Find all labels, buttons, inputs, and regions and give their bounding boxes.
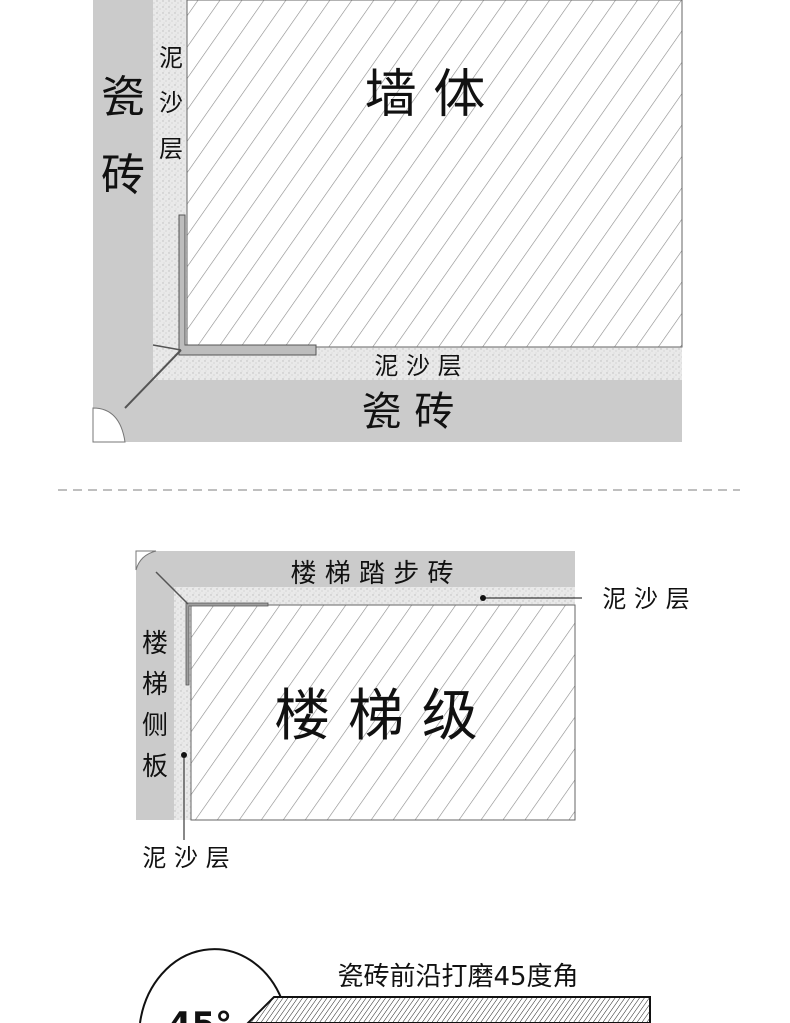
- side-panel: [136, 587, 174, 820]
- mortar-vertical-char-2: 沙: [159, 89, 183, 117]
- mortar-vertical-char-3: 层: [159, 135, 183, 163]
- angle-label: 45°: [168, 1005, 232, 1023]
- tile-left: [93, 0, 153, 442]
- tile-vertical-char-2: 砖: [101, 150, 145, 201]
- corner-trim: [178, 214, 317, 356]
- tile-edge-section: [246, 996, 651, 1023]
- stair-diagram: 楼 梯 踏 步 砖 泥 沙 层 楼 梯 侧 板 楼 梯 级 泥 沙 层: [135, 550, 690, 872]
- wall-label: 墙 体: [365, 65, 486, 125]
- tile-bottom: [93, 380, 682, 442]
- miter-line: [124, 349, 182, 409]
- wall-corner-diagram: 墙 体 瓷 砖 泥 沙 层 泥 沙 层 瓷 砖: [92, 0, 683, 443]
- mortar-callout-right: 泥 沙 层: [602, 585, 689, 613]
- mortar-vertical-char-1: 泥: [159, 44, 183, 72]
- side-panel-char-1: 楼: [142, 629, 168, 659]
- step-body: [190, 604, 576, 821]
- miter-line-inner: [152, 344, 182, 351]
- mortar-top: [174, 587, 575, 605]
- rounded-tile-corner: [92, 407, 126, 443]
- mortar-horizontal-label: 泥 沙 层: [374, 352, 461, 380]
- rounded-nosing: [135, 550, 157, 571]
- tread-tile-label: 楼 梯 踏 步 砖: [290, 559, 453, 589]
- tile-vertical-char-1: 瓷: [101, 72, 145, 123]
- edge-grinding-diagram: 瓷砖前沿打磨45度角 45°: [139, 948, 651, 1023]
- tile-horizontal-label: 瓷 砖: [362, 389, 455, 435]
- side-panel-char-4: 板: [142, 752, 168, 782]
- stair-miter-line: [155, 571, 189, 605]
- stair-trim: [185, 602, 269, 686]
- wall-body: [186, 0, 683, 348]
- step-label: 楼 梯 级: [274, 684, 478, 749]
- edge-caption: 瓷砖前沿打磨45度角: [337, 962, 578, 992]
- tread-tile: [136, 551, 575, 587]
- zoom-circle: [139, 948, 283, 1023]
- mortar-callout-bottom: 泥 沙 层: [142, 844, 229, 872]
- side-panel-char-2: 梯: [142, 670, 168, 700]
- side-panel-char-3: 侧: [142, 711, 168, 741]
